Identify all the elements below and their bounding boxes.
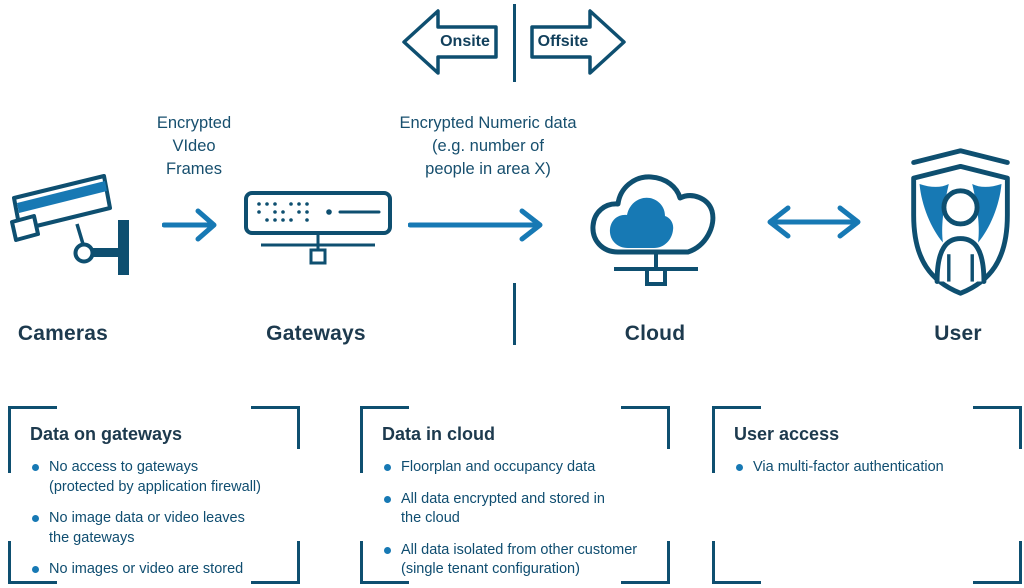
bracket-corner [712, 406, 761, 473]
list-item: No access to gateways (protected by appl… [32, 458, 284, 497]
bullet-dot-icon [384, 546, 391, 554]
bracket-corner [621, 541, 670, 584]
bracket-corner [712, 541, 761, 584]
bracket-corner [973, 541, 1022, 584]
bullet-dot-icon [736, 464, 743, 471]
section-title: Data on gateways [30, 424, 183, 444]
bullet-dot-icon [32, 464, 39, 471]
block-arrow-right-icon [530, 9, 626, 75]
toggle-divider-line [513, 4, 516, 82]
onsite-block: Onsite [400, 6, 500, 78]
list-item: All data encrypted and stored in the clo… [384, 490, 654, 529]
bullet-text: Via multi-factor authentication [753, 459, 944, 475]
gateway-device-icon [243, 190, 393, 270]
caption-encrypted-video: Encrypted VIdeo Frames [156, 114, 232, 178]
cloud-label: Cloud [624, 322, 686, 345]
bracket-corner [360, 406, 409, 473]
bullet-text: No image data or video leaves the gatewa… [49, 510, 245, 546]
list-item: All data isolated from other customer (s… [384, 541, 654, 580]
section-data-on-gateways: Data on gateways No access to gateways (… [8, 406, 300, 584]
bracket-corner [251, 541, 300, 584]
bullet-text: No images or video are stored [49, 561, 244, 578]
cloud-network-icon [578, 148, 733, 303]
bullet-text: No access to gateways (protected by appl… [49, 459, 261, 495]
offsite-block: Offsite [528, 6, 628, 78]
bullet-text: All data isolated from other customer (s… [401, 541, 638, 578]
bullet-dot-icon [384, 495, 391, 503]
bracket-corner [8, 406, 57, 473]
offsite-label: Offsite [537, 33, 589, 50]
user-label: User [934, 322, 982, 345]
bracket-corner [621, 406, 670, 449]
section-user-access: User access Via multi-factor authenticat… [712, 406, 1022, 584]
bracket-corner [8, 541, 57, 584]
gateways-label: Gateways [266, 322, 366, 345]
bullet-text: All data encrypted and stored in the clo… [401, 490, 605, 527]
list-item: Via multi-factor authentication [736, 458, 1006, 478]
arrow-right-icon [161, 206, 220, 244]
bullet-text: Floorplan and occupancy data [401, 459, 596, 475]
section-title: Data in cloud [382, 424, 496, 444]
bracket-corner [251, 406, 300, 449]
shield-user-icon [900, 144, 1022, 302]
list-item: Floorplan and occupancy data [384, 458, 654, 478]
cctv-camera-icon [4, 160, 149, 290]
section-title: User access [734, 424, 840, 444]
bracket-corner [360, 541, 409, 584]
list-item: No image data or video leaves the gatewa… [32, 509, 284, 548]
boundary-divider-line [513, 283, 516, 345]
cameras-label: Cameras [17, 322, 109, 345]
double-arrow-icon [762, 202, 866, 242]
arrow-right-icon [407, 206, 548, 244]
bracket-corner [973, 406, 1022, 449]
section-data-in-cloud: Data in cloud Floorplan and occupancy da… [360, 406, 670, 584]
bullet-dot-icon [32, 566, 39, 574]
onsite-label: Onsite [440, 33, 490, 50]
caption-encrypted-numeric: Encrypted Numeric data (e.g. number of p… [399, 114, 577, 178]
block-arrow-left-icon [402, 9, 498, 75]
bullet-dot-icon [384, 464, 391, 471]
list-item: No images or video are stored [32, 560, 284, 580]
bullet-dot-icon [32, 515, 39, 523]
